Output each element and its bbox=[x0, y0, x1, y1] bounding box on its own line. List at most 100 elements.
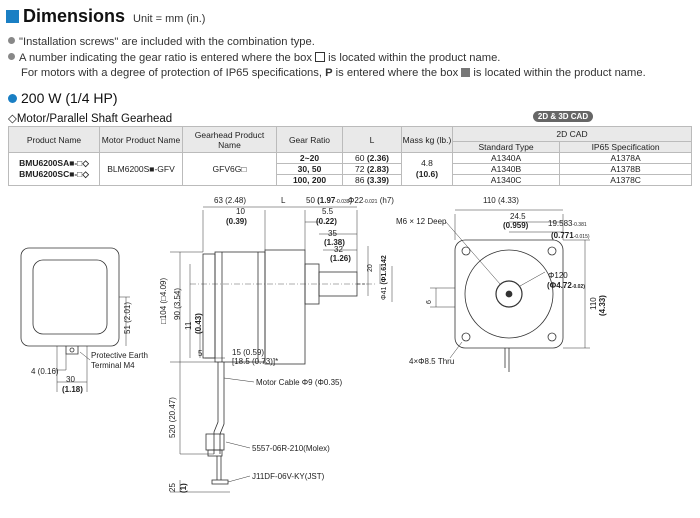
dim-11-in: (0.43) bbox=[194, 313, 203, 334]
cad-ip65-link[interactable]: A1378C bbox=[559, 174, 692, 186]
dim-35: 35 bbox=[328, 229, 337, 238]
dim-90: 90 (3.54) bbox=[173, 288, 182, 320]
cad-std-link[interactable]: A1340A bbox=[451, 152, 561, 164]
svg-text:(Φ4.72-0.02): (Φ4.72-0.02) bbox=[547, 281, 585, 290]
bullet-icon bbox=[8, 53, 15, 60]
motor-fan-cover bbox=[202, 253, 216, 359]
dim-5-5-in: (0.22) bbox=[316, 217, 337, 226]
cad-ip65-link[interactable]: A1378A bbox=[559, 152, 692, 164]
dim-51: 51 (2.01) bbox=[123, 302, 132, 334]
spec-subtitle: ◇Motor/Parallel Shaft Gearhead bbox=[8, 113, 173, 125]
earth-terminal-block bbox=[65, 346, 79, 355]
dim-120: Φ120 bbox=[548, 271, 568, 280]
dim-10-in: (0.39) bbox=[226, 217, 247, 226]
note-3: For motors with a degree of protection o… bbox=[21, 67, 646, 79]
L-cell: 60 bbox=[354, 153, 365, 163]
dim-30-in: (1.18) bbox=[62, 385, 83, 394]
ratio-cell: 100, 200 bbox=[276, 174, 343, 186]
dim-25: 25 bbox=[168, 483, 177, 492]
dim-50: 50 bbox=[306, 196, 315, 205]
product-name-1: BMU6200SA■-□◇ bbox=[19, 158, 89, 168]
section-header: Dimensions Unit = mm (in.) bbox=[6, 6, 205, 27]
tapped-hole-label: M6 × 12 Deep bbox=[396, 217, 447, 226]
motor-name: BLM6200S■-GFV bbox=[99, 152, 183, 186]
dim-18-5: [18.5 (0.73)]* bbox=[232, 357, 278, 366]
spec-power: 200 W (1/4 HP) bbox=[8, 90, 117, 106]
mount-hole-icon bbox=[547, 332, 557, 342]
dim-110-v-in: (4.33) bbox=[598, 295, 607, 316]
dim-24-5-in: (0.959) bbox=[503, 221, 529, 230]
th-mass: Mass kg (lb.) bbox=[401, 126, 453, 153]
motor-body bbox=[214, 251, 266, 363]
dim-24-5: 24.5 bbox=[510, 212, 526, 221]
connector-label-1: 5557-06R-210(Molex) bbox=[252, 444, 330, 453]
th-gear: Gearhead Product Name bbox=[182, 126, 277, 153]
gearhead-body bbox=[264, 249, 306, 365]
th-cad: 2D CAD bbox=[452, 126, 692, 142]
product-name-2: BMU6200SC■-□◇ bbox=[19, 169, 89, 179]
cad-badge[interactable]: 2D & 3D CAD bbox=[533, 111, 593, 122]
dim-41: Φ41 bbox=[381, 287, 388, 300]
bullet-icon bbox=[8, 94, 17, 103]
mass-lb-cell: (10.6) bbox=[415, 169, 439, 179]
output-shaft-circle bbox=[495, 280, 523, 308]
motor-rear-inner bbox=[32, 259, 108, 335]
mount-hole-icon bbox=[461, 246, 471, 256]
earth-label-2: Terminal M4 bbox=[91, 361, 135, 370]
ratio-cell: 30, 50 bbox=[276, 163, 343, 175]
earth-label-1: Protective Earth bbox=[91, 351, 148, 360]
dim-6: 6 bbox=[426, 300, 433, 304]
connector-label-2: J11DF-06V-KY(JST) bbox=[252, 472, 325, 481]
th-ratio: Gear Ratio bbox=[276, 126, 343, 153]
ratio-cell: 2~20 bbox=[276, 152, 343, 164]
connector-molex bbox=[205, 433, 225, 451]
mount-hole-icon bbox=[547, 246, 557, 256]
spec-table: Product Name Motor Product Name Gearhead… bbox=[8, 126, 692, 186]
th-product: Product Name bbox=[8, 126, 100, 153]
box-icon bbox=[315, 52, 326, 62]
table-row: BMU6200SA■-□◇BMU6200SC■-□◇ BLM6200S■-GFV… bbox=[8, 152, 692, 186]
dim-110: 110 (4.33) bbox=[483, 196, 519, 205]
dim-110-v: 110 bbox=[589, 297, 598, 310]
earth-terminal-icon bbox=[69, 347, 75, 353]
dim-0-771: (0.771 bbox=[551, 231, 574, 240]
th-motor: Motor Product Name bbox=[99, 126, 183, 153]
gearhead-pilot-circle bbox=[464, 249, 554, 339]
page-title: Dimensions bbox=[23, 6, 126, 26]
cable-label: Motor Cable Φ9 (Φ0.35) bbox=[256, 378, 342, 387]
dim-32: 32 bbox=[334, 245, 343, 254]
dim-11: 11 bbox=[184, 321, 193, 330]
dimension-drawing: 63 (2.48) L 50 (1.97-0.039) Φ22-0.021 (h… bbox=[20, 196, 607, 493]
dim-30: 30 bbox=[66, 375, 75, 384]
note-2: A number indicating the gear ratio is en… bbox=[8, 52, 500, 64]
L-cell: 86 bbox=[354, 175, 365, 185]
dim-L: L bbox=[281, 196, 286, 205]
dim-5: 5 bbox=[198, 349, 203, 358]
dim-5-5: 5.5 bbox=[322, 207, 334, 216]
holes-label: 4×Φ8.5 Thru bbox=[409, 357, 454, 366]
cad-std-link[interactable]: A1340B bbox=[451, 163, 561, 175]
filled-box-icon bbox=[461, 68, 471, 77]
dim-35-in: (1.38) bbox=[324, 238, 345, 247]
dim-63: 63 (2.48) bbox=[214, 196, 246, 205]
L-in-cell: (2.36) bbox=[366, 153, 390, 163]
cad-std-link[interactable]: A1340C bbox=[451, 174, 561, 186]
svg-text:Φ41 (Φ1.6142: Φ41 (Φ1.6142 bbox=[381, 255, 388, 300]
unit-label: Unit = mm (in.) bbox=[133, 13, 206, 25]
L-in-cell: (3.39) bbox=[366, 175, 390, 185]
th-std: Standard Type bbox=[451, 141, 561, 153]
dim-10: 10 bbox=[236, 207, 245, 216]
L-cell: 72 bbox=[354, 164, 365, 174]
cad-ip65-link[interactable]: A1378B bbox=[559, 163, 692, 175]
dim-104: □104 (□4.09) bbox=[159, 278, 168, 324]
bullet-icon bbox=[8, 37, 15, 44]
L-in-cell: (2.83) bbox=[366, 164, 390, 174]
table-row: 100, 200 86 (3.39) A1340C A1378C bbox=[9, 174, 692, 186]
dim-19-583: 19.583 bbox=[548, 219, 573, 228]
gear-name: GFV6G□ bbox=[182, 152, 277, 186]
dim-4-72: (Φ4.72 bbox=[547, 281, 572, 290]
dim-22: Φ22 bbox=[348, 196, 364, 205]
svg-text:50 (1.97-0.039): 50 (1.97-0.039) bbox=[306, 196, 353, 205]
svg-text:Φ22-0.021 (h7): Φ22-0.021 (h7) bbox=[348, 196, 394, 205]
th-L: L bbox=[342, 126, 402, 153]
